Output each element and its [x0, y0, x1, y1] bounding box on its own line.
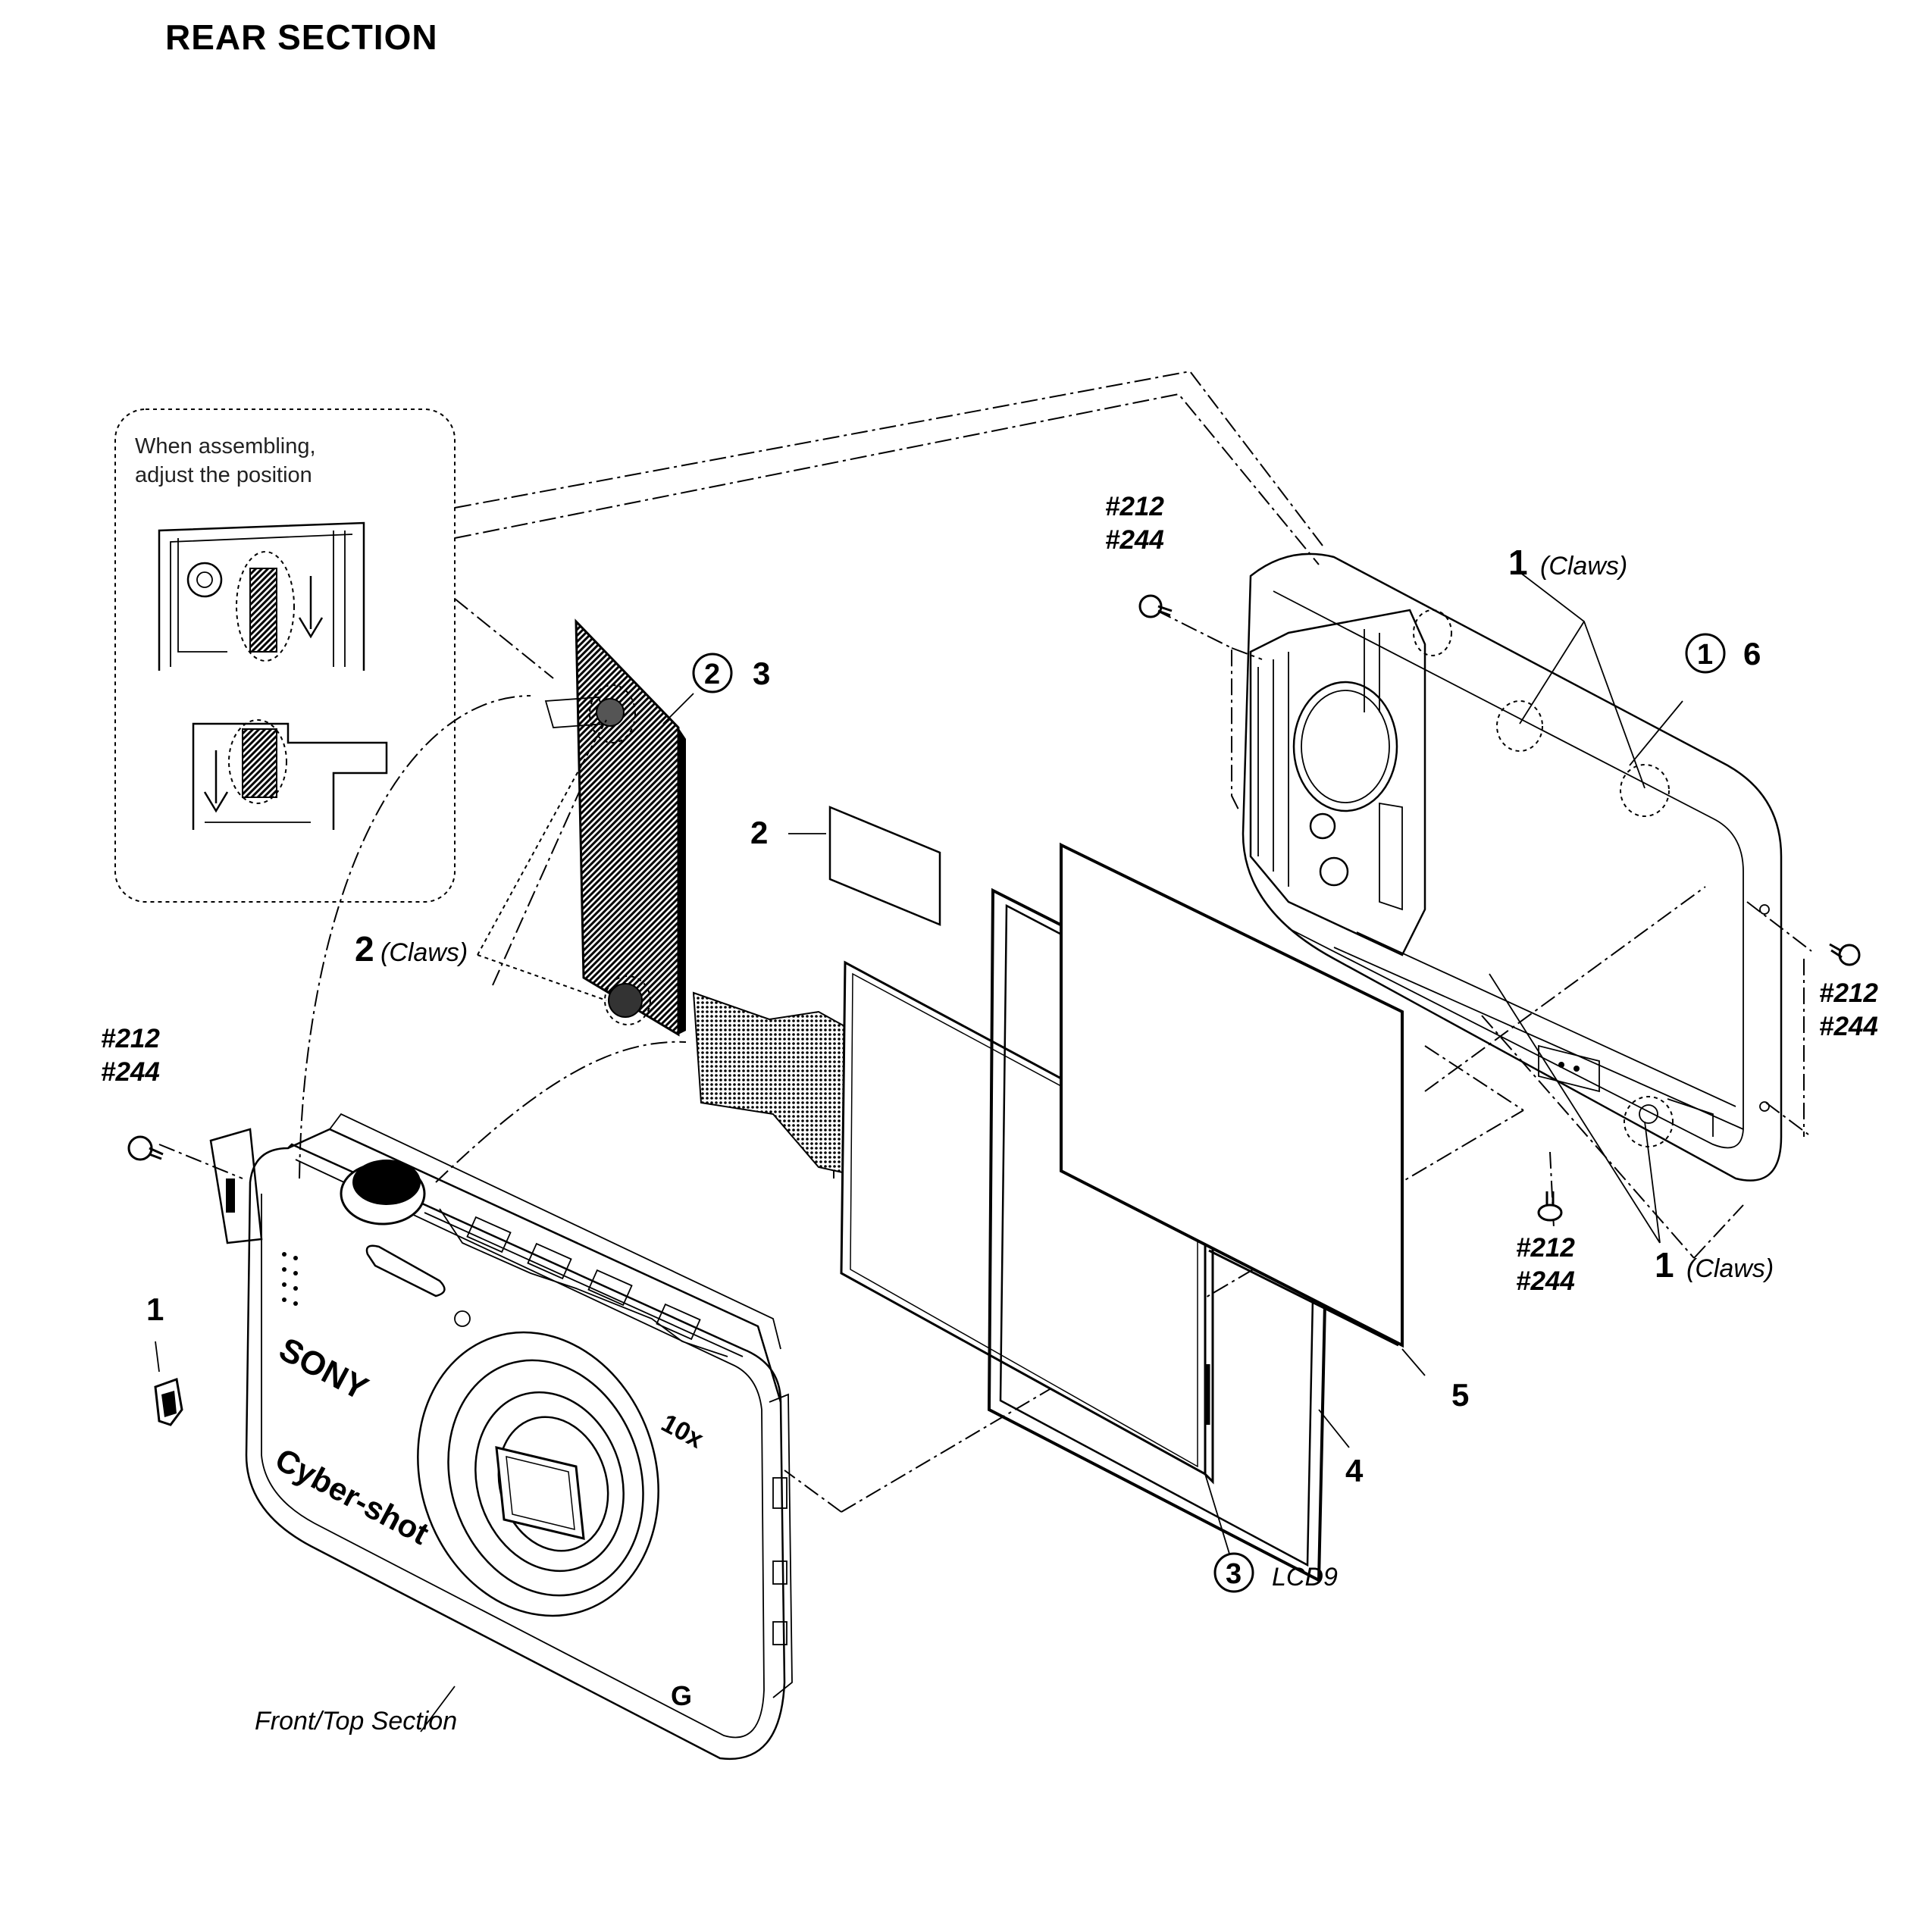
page-title: REAR SECTION — [165, 17, 438, 57]
part-6-number: 6 — [1743, 636, 1761, 671]
part-4-number: 4 — [1345, 1453, 1364, 1488]
lcd-ref-label: LCD9 — [1272, 1563, 1338, 1592]
screw-icon — [1829, 943, 1861, 966]
part-2-number: 2 — [750, 815, 768, 850]
claws-bottom-count: 1 — [1655, 1245, 1674, 1285]
inset-note-line2: adjust the position — [135, 463, 312, 487]
screw-ref-bottom-a: #212 — [1516, 1233, 1575, 1263]
screw-ref-top-b: #244 — [1105, 525, 1164, 555]
claws-top-label: (Claws) — [1540, 552, 1627, 581]
circled-3-text: 3 — [1226, 1558, 1242, 1590]
claws-top-count: 1 — [1508, 543, 1528, 582]
circled-2 — [692, 653, 733, 693]
assembly-inset: When assembling, adjust the position — [114, 408, 456, 903]
screw-icon — [127, 1135, 164, 1161]
part-1-number: 1 — [146, 1291, 164, 1327]
circled-1-text: 1 — [1697, 639, 1713, 671]
part-2-sheet — [828, 806, 941, 926]
camera-front-top-section: SONY Cyber-shot 10x G — [209, 1113, 793, 1761]
part-5-window — [1060, 842, 1404, 1348]
claws-left-count: 2 — [355, 929, 374, 969]
screws — [127, 594, 1861, 1426]
screw-ref-right-a: #212 — [1819, 978, 1878, 1008]
part-3-control-board — [544, 618, 686, 1037]
inset-detail-lower — [192, 719, 388, 830]
label-leaders — [155, 571, 1683, 1732]
screw-icon — [1138, 594, 1173, 618]
circled-1 — [1685, 633, 1726, 674]
cybershot-logo: Cyber-shot — [270, 1441, 435, 1551]
screw-ref-left-b: #244 — [101, 1057, 160, 1087]
inset-detail-upper — [158, 521, 365, 671]
claws-left-label: (Claws) — [380, 938, 468, 967]
part-1-clip — [154, 1377, 183, 1426]
claws-bottom-label: (Claws) — [1686, 1254, 1774, 1283]
screw-ref-bottom-b: #244 — [1516, 1266, 1575, 1296]
zoom-badge: 10x — [656, 1409, 708, 1454]
flex-cable — [692, 991, 853, 1176]
g-badge: G — [671, 1680, 692, 1711]
front-top-section-label: Front/Top Section — [255, 1707, 457, 1736]
part-3-number: 3 — [753, 656, 770, 691]
screw-icon — [1537, 1191, 1563, 1222]
screw-ref-right-b: #244 — [1819, 1012, 1878, 1041]
part-6-rear-cabinet — [1242, 552, 1783, 1182]
circled-3 — [1213, 1552, 1254, 1593]
inset-note-line1: When assembling, — [135, 434, 316, 459]
screw-ref-top-a: #212 — [1105, 492, 1164, 521]
callouts: #212 #244 #212 #244 #212 #244 #212 #244 … — [101, 492, 1878, 1736]
sony-logo: SONY — [273, 1331, 374, 1408]
screw-ref-left-a: #212 — [101, 1024, 160, 1053]
part-5-number: 5 — [1451, 1377, 1469, 1413]
circled-2-text: 2 — [704, 659, 720, 690]
